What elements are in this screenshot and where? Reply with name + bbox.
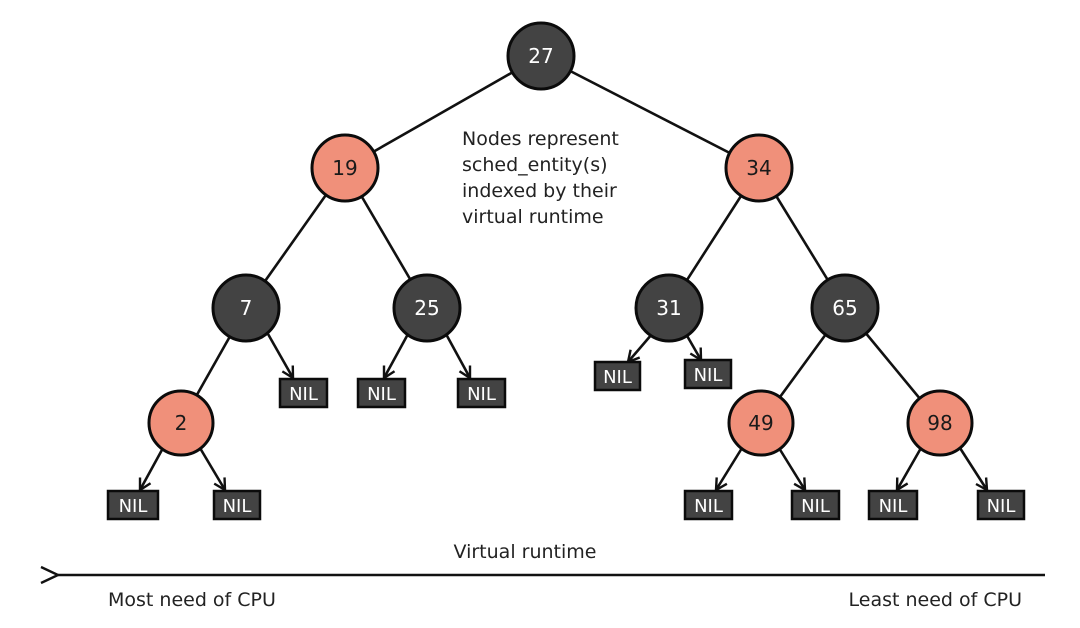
- tree-node-31: 31: [634, 273, 704, 343]
- annotation-line: sched_entity(s): [462, 154, 608, 176]
- node-value: 7: [240, 296, 253, 320]
- tree-nodes: 27 19 34 7 25 31 65 2: [147, 21, 974, 457]
- nil-arrow: [198, 447, 227, 493]
- axis-title: Virtual runtime: [454, 541, 597, 563]
- tree-node-25: 25: [392, 273, 462, 343]
- nil-leaves: NIL NIL NIL NIL NIL NIL NIL NIL: [106, 358, 1026, 521]
- tree-node-34: 34: [724, 133, 794, 203]
- annotation-line: indexed by their: [462, 180, 617, 202]
- nil-leaf: NIL: [867, 489, 919, 521]
- nil-arrow: [382, 333, 410, 381]
- nil-arrow: [714, 447, 744, 493]
- tree-node-98: 98: [906, 389, 974, 457]
- nil-leaf: NIL: [683, 489, 734, 521]
- tree-node-7: 7: [211, 273, 281, 343]
- nil-leaf: NIL: [278, 377, 329, 409]
- nil-label: NIL: [119, 496, 148, 517]
- nil-arrows: [138, 333, 989, 493]
- node-value: 65: [832, 296, 857, 320]
- nil-label: NIL: [467, 384, 496, 405]
- nil-arrow: [444, 333, 472, 381]
- nil-arrow: [138, 447, 165, 493]
- node-value: 34: [746, 156, 771, 180]
- nil-leaf: NIL: [593, 360, 642, 392]
- runtime-axis: Virtual runtime Most need of CPU Least n…: [40, 541, 1045, 611]
- annotation-line: Nodes represent: [462, 128, 619, 150]
- tree-node-49: 49: [727, 389, 795, 457]
- nil-label: NIL: [603, 367, 632, 388]
- node-value: 19: [332, 156, 357, 180]
- nil-label: NIL: [801, 496, 830, 517]
- nil-arrow: [266, 333, 295, 381]
- edge-27-34: [540, 54, 760, 170]
- nil-label: NIL: [694, 496, 723, 517]
- nil-leaf: NIL: [683, 358, 733, 390]
- tree-node-19: 19: [310, 133, 380, 203]
- node-value: 98: [927, 411, 952, 435]
- tree-annotation: Nodes represent sched_entity(s) indexed …: [462, 128, 619, 228]
- nil-label: NIL: [223, 496, 252, 517]
- tree-node-2: 2: [147, 389, 215, 457]
- node-value: 49: [748, 411, 773, 435]
- nil-leaf: NIL: [212, 489, 262, 521]
- axis-right-label: Least need of CPU: [849, 589, 1022, 611]
- nil-label: NIL: [879, 496, 908, 517]
- nil-label: NIL: [987, 496, 1016, 517]
- nil-leaf: NIL: [976, 489, 1026, 521]
- node-value: 2: [175, 411, 188, 435]
- tree-node-65: 65: [810, 273, 880, 343]
- nil-leaf: NIL: [790, 489, 841, 521]
- nil-arrow: [958, 447, 989, 493]
- nil-arrow: [895, 447, 923, 493]
- nil-label: NIL: [367, 384, 396, 405]
- tree-node-27: 27: [506, 21, 576, 91]
- edge-27-19: [344, 54, 542, 170]
- nil-label: NIL: [289, 384, 318, 405]
- tree-edges: [179, 54, 942, 424]
- node-value: 27: [528, 44, 553, 68]
- nil-label: NIL: [694, 365, 723, 386]
- nil-leaf: NIL: [356, 377, 407, 409]
- nil-arrow: [684, 333, 703, 363]
- nil-arrow: [777, 447, 807, 493]
- annotation-line: virtual runtime: [462, 206, 604, 228]
- nil-leaf: NIL: [106, 489, 160, 521]
- nil-leaf: NIL: [456, 377, 507, 409]
- node-value: 25: [414, 296, 439, 320]
- node-value: 31: [656, 296, 681, 320]
- nil-arrow: [626, 333, 653, 364]
- axis-left-label: Most need of CPU: [108, 589, 276, 611]
